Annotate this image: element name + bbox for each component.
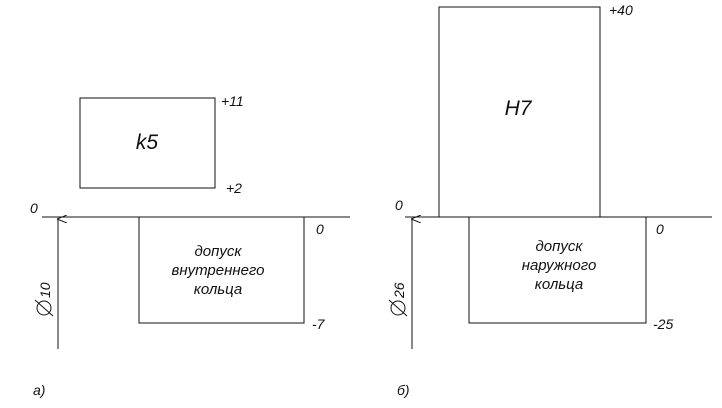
h7-field-name: H7 [505,97,533,120]
k5-lower-deviation: +2 [226,180,242,196]
diameter-value-a: 10 [37,282,53,298]
k5-field-name: k5 [136,131,159,154]
diameter-symbol-icon [390,300,406,316]
diameter-label-a: 10 [34,282,54,317]
inner-ring-label-line-3: кольца [194,281,243,298]
diameter-value-b: 26 [391,282,407,299]
inner-ring-lower-deviation: -7 [312,316,326,332]
caption-b: б) [397,382,410,398]
inner-ring-tolerance-field [138,217,305,324]
diameter-symbol-icon [36,300,52,316]
outer-ring-lower-deviation: -25 [653,316,673,332]
outer-ring-tolerance-field [468,217,647,324]
zero-label-a: 0 [30,200,38,216]
inner-ring-label-line-2: внутреннего [171,262,264,279]
outer-ring-upper-deviation: 0 [656,221,664,237]
diameter-slash-icon [388,299,408,317]
panel-b: 0 26 H7 +40 допуск наружного кольца 0 -2… [388,2,712,398]
outer-ring-label-line-1: допуск [536,238,584,255]
diameter-slash-icon [34,299,54,317]
panel-a: 0 10 k5 +11 +2 допуск внутреннего кольца… [30,93,350,398]
inner-ring-upper-deviation: 0 [316,221,324,237]
h7-upper-deviation: +40 [609,2,633,18]
h7-tolerance-field [438,6,601,217]
zero-label-b: 0 [395,197,403,213]
diameter-label-b: 26 [388,282,408,317]
caption-a: а) [33,382,45,398]
outer-ring-label-line-3: кольца [535,276,584,293]
inner-ring-label-line-1: допуск [195,243,243,260]
k5-upper-deviation: +11 [221,93,244,109]
k5-tolerance-field [79,97,216,189]
outer-ring-label-line-2: наружного [522,257,597,274]
